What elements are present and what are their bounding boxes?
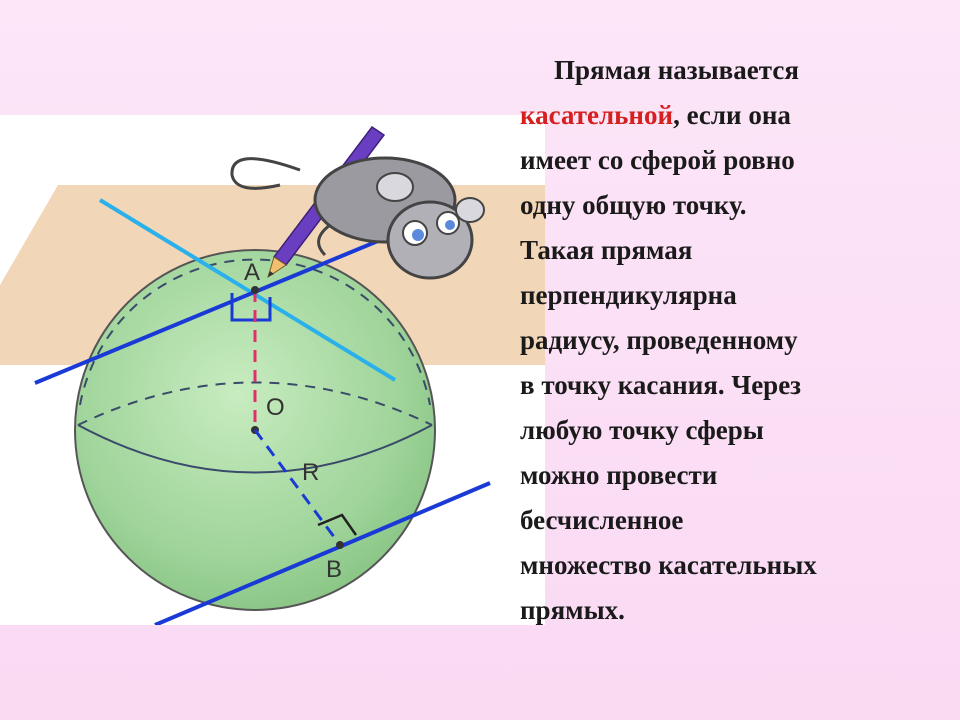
text-line: Прямая называется: [554, 55, 799, 85]
label-b: B: [326, 556, 342, 583]
text-line: бесчисленное: [520, 505, 684, 535]
label-r: R: [302, 459, 319, 486]
equator-back: [77, 381, 433, 426]
label-a: A: [244, 259, 260, 286]
text-line: Такая прямая: [520, 235, 693, 265]
text-line: прямых.: [520, 595, 625, 625]
text-line: можно провести: [520, 460, 718, 490]
text-line: перпендикулярна: [520, 280, 737, 310]
tangent-line-light: [98, 198, 397, 382]
right-angle-a: [230, 293, 272, 322]
point-a: [251, 286, 259, 294]
sphere-hidden-outline: [79, 258, 431, 406]
text-line: множество касательных: [520, 550, 817, 580]
radius-ob: [253, 429, 342, 546]
definition-text: Прямая называется касательной, если она …: [520, 48, 940, 633]
term-highlight: касательной: [520, 100, 674, 130]
mouse-cartoon-icon: [230, 156, 485, 280]
tangent-line-b: [154, 481, 491, 625]
text-fragment: , если она: [673, 100, 791, 130]
text-line: любую точку сферы: [520, 415, 764, 445]
point-b: [336, 541, 344, 549]
text-line: в точку касания. Через: [520, 370, 802, 400]
sphere-figure: A O R B: [0, 125, 545, 625]
right-angle-b: [317, 513, 358, 536]
text-line: одну общую точку.: [520, 190, 747, 220]
text-line: касательной, если она: [520, 93, 940, 138]
text-line: имеет со сферой ровно: [520, 145, 795, 175]
text-line: радиусу, проведенному: [520, 325, 798, 355]
equator-front: [77, 424, 433, 474]
label-o: O: [266, 394, 285, 421]
